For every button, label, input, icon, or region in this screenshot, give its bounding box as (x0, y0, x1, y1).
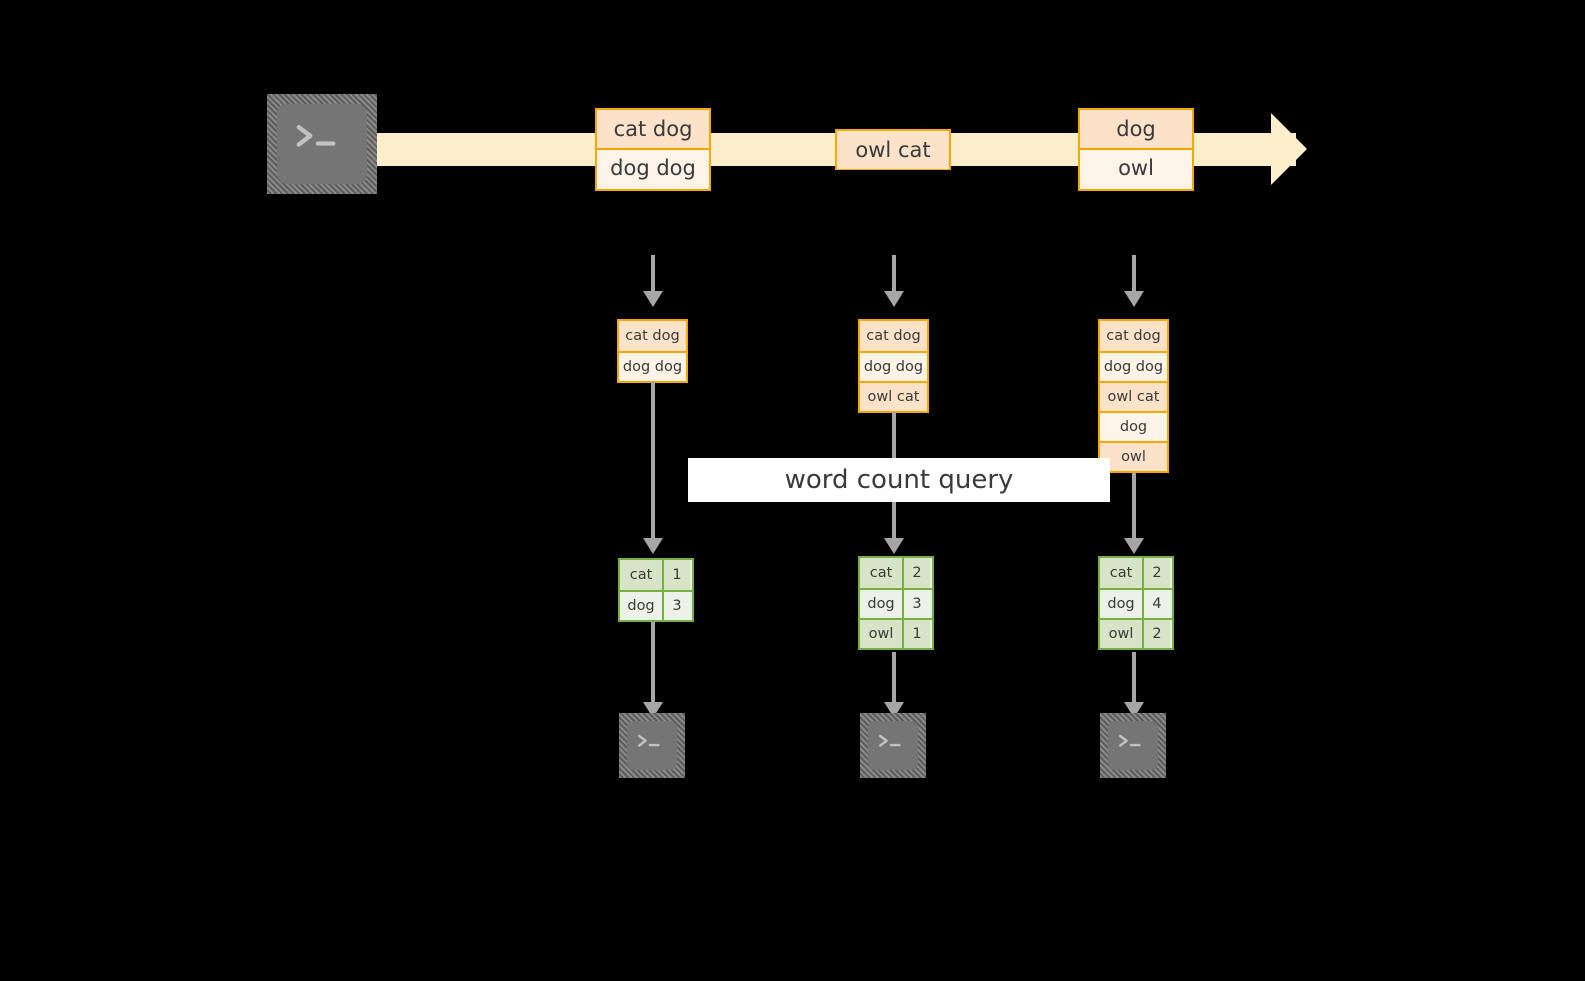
dashed-arrow-line-1 (651, 255, 655, 293)
source-terminal-icon[interactable] (267, 94, 377, 194)
terminal-body (1108, 721, 1158, 770)
query-arrow-head-3 (1124, 538, 1144, 554)
stream-batch-2[interactable]: owl cat (835, 129, 951, 170)
query-arrow-line-3 (1132, 473, 1136, 540)
result-table-1-row-1-count: 3 (664, 592, 690, 620)
result-table-2-row-0-word: cat (860, 558, 904, 588)
result-table-1-row-0-word: cat (620, 560, 664, 590)
result-table-2-row-2-word: owl (860, 620, 904, 648)
terminal-prompt-icon (296, 125, 336, 147)
result-table-2-row-1-word: dog (860, 590, 904, 618)
sink-arrow-line-2 (892, 652, 896, 704)
stream-batch-2-row-0: owl cat (837, 131, 949, 169)
accumulated-table-2-row-2: owl cat (860, 381, 927, 411)
accumulated-table-2-row-0: cat dog (860, 321, 927, 351)
stream-batch-1-row-1: dog dog (597, 148, 709, 186)
dashed-arrow-head-3 (1124, 291, 1144, 307)
result-table-3-row-2-word: owl (1100, 620, 1144, 648)
result-table-3-row-1: dog 4 (1100, 588, 1172, 618)
result-table-3-row-0-word: cat (1100, 558, 1144, 588)
accumulated-table-1-row-1: dog dog (619, 351, 686, 381)
result-table-2-row-2: owl 1 (860, 618, 932, 648)
result-table-3-row-0-count: 2 (1144, 558, 1170, 588)
sink-arrow-line-1 (651, 622, 655, 704)
accumulated-table-1[interactable]: cat dog dog dog (617, 319, 688, 383)
stream-batch-1[interactable]: cat dog dog dog (595, 108, 711, 191)
terminal-prompt-icon (879, 734, 901, 747)
accumulated-table-2[interactable]: cat dog dog dog owl cat (858, 319, 929, 413)
accumulated-table-3-row-0: cat dog (1100, 321, 1167, 351)
dashed-arrow-head-2 (884, 291, 904, 307)
query-arrow-line-1 (651, 382, 655, 540)
result-table-2[interactable]: cat 2 dog 3 owl 1 (858, 556, 934, 650)
dashed-arrow-head-1 (643, 291, 663, 307)
terminal-body (627, 721, 677, 770)
result-table-2-row-2-count: 1 (904, 620, 930, 648)
accumulated-table-3-row-3: dog (1100, 411, 1167, 441)
stream-batch-3[interactable]: dog owl (1078, 108, 1194, 191)
accumulated-table-1-row-0: cat dog (619, 321, 686, 351)
accumulated-table-3-row-4: owl (1100, 441, 1167, 471)
stream-batch-3-row-0: dog (1080, 110, 1192, 148)
result-table-3-row-1-word: dog (1100, 590, 1144, 618)
terminal-body (868, 721, 918, 770)
result-table-2-row-1: dog 3 (860, 588, 932, 618)
result-table-2-row-0: cat 2 (860, 558, 932, 588)
sink-terminal-icon-3[interactable] (1100, 713, 1166, 778)
result-table-3-row-2-count: 2 (1144, 620, 1170, 648)
accumulated-table-3-row-2: owl cat (1100, 381, 1167, 411)
terminal-body (277, 104, 367, 184)
result-table-3[interactable]: cat 2 dog 4 owl 2 (1098, 556, 1174, 650)
stream-batch-3-row-1: owl (1080, 148, 1192, 186)
result-table-3-row-0: cat 2 (1100, 558, 1172, 588)
sink-terminal-icon-2[interactable] (860, 713, 926, 778)
result-table-2-row-1-count: 3 (904, 590, 930, 618)
dashed-arrow-line-3 (1132, 255, 1136, 293)
result-table-3-row-1-count: 4 (1144, 590, 1170, 618)
query-label: word count query (784, 465, 1014, 495)
query-label-band: word count query (688, 458, 1110, 502)
sink-terminal-icon-1[interactable] (619, 713, 685, 778)
result-table-1[interactable]: cat 1 dog 3 (618, 558, 694, 622)
stream-arrowhead (1271, 113, 1307, 185)
terminal-prompt-icon (638, 734, 660, 747)
accumulated-table-3[interactable]: cat dog dog dog owl cat dog owl (1098, 319, 1169, 473)
terminal-prompt-icon (1119, 734, 1141, 747)
dashed-arrow-line-2 (892, 255, 896, 293)
accumulated-table-2-row-1: dog dog (860, 351, 927, 381)
stream-batch-1-row-0: cat dog (597, 110, 709, 148)
accumulated-table-3-row-1: dog dog (1100, 351, 1167, 381)
result-table-1-row-0: cat 1 (620, 560, 692, 590)
result-table-3-row-2: owl 2 (1100, 618, 1172, 648)
result-table-1-row-1-word: dog (620, 592, 664, 620)
result-table-1-row-0-count: 1 (664, 560, 690, 590)
query-arrow-head-1 (643, 538, 663, 554)
sink-arrow-line-3 (1132, 652, 1136, 704)
result-table-2-row-0-count: 2 (904, 558, 930, 588)
result-table-1-row-1: dog 3 (620, 590, 692, 620)
query-arrow-head-2 (884, 538, 904, 554)
